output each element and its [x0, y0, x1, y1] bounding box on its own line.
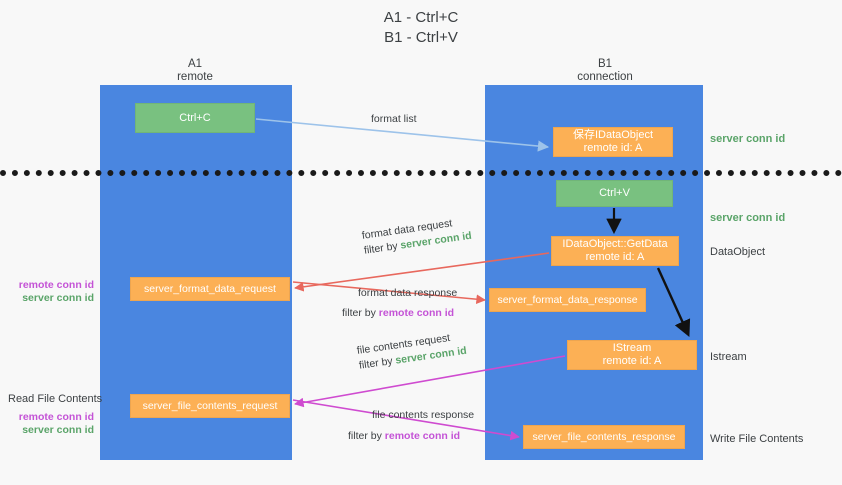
edge-label-file-contents-response: file contents response filter by remote … [342, 408, 474, 444]
box-ctrl-c[interactable]: Ctrl+C [135, 103, 255, 133]
box-server-format-data-response[interactable]: server_format_data_response [489, 288, 646, 312]
box-server-file-contents-request[interactable]: server_file_contents_request [130, 394, 290, 418]
edge-label-format-list-text: format list [371, 113, 417, 125]
box-ctrl-v[interactable]: Ctrl+V [556, 180, 673, 207]
edge-label-format-data-response-text: format data response [358, 287, 458, 299]
edge-label-file-contents-request: file contents request filter by server c… [356, 329, 468, 374]
page-title: A1 - Ctrl+C B1 - Ctrl+V [383, 9, 459, 46]
label-remote-conn-id: remote conn id [18, 411, 94, 423]
edge-label-format-data-response-filter: filter by remote conn id [336, 306, 457, 321]
filter-prefix: filter by [358, 354, 397, 372]
box-server-format-data-request[interactable]: server_format_data_request [130, 277, 290, 301]
box-idataobject[interactable]: 保存IDataObject remote id: A [553, 127, 673, 157]
label-conn-ids-lower: remote conn id server conn id [8, 411, 94, 437]
filter-prefix: filter by [348, 430, 385, 442]
label-conn-ids-upper: remote conn id server conn id [8, 279, 94, 305]
edge-label-format-data-request: format data request filter by server con… [361, 214, 473, 259]
filter-id-remote-conn: remote conn id [378, 307, 455, 319]
label-istream: Istream [710, 351, 747, 363]
label-read-file-contents: Read File Contents [8, 393, 103, 405]
label-write-file-contents: Write File Contents [710, 433, 804, 445]
column-header-b1: B1 connection [577, 58, 633, 83]
filter-id-remote-conn: remote conn id [384, 430, 461, 442]
label-server-conn-id: server conn id [22, 292, 94, 304]
phase-divider [0, 170, 842, 176]
filter-prefix: filter by [342, 307, 379, 319]
label-server-conn-id-mid: server conn id [710, 212, 786, 224]
label-remote-conn-id: remote conn id [18, 279, 94, 291]
filter-prefix: filter by [363, 239, 402, 257]
box-server-file-contents-response[interactable]: server_file_contents_response [523, 425, 685, 449]
edge-label-format-data-response: format data response filter by remote co… [336, 286, 457, 321]
label-dataobject: DataObject [710, 246, 766, 258]
edge-label-file-contents-response-text: file contents response [372, 409, 475, 421]
edge-label-file-contents-response-filter: filter by remote conn id [342, 429, 474, 444]
box-idataobject-getdata[interactable]: IDataObject::GetData remote id: A [551, 236, 679, 266]
box-istream[interactable]: IStream remote id: A [567, 340, 697, 370]
label-server-conn-id: server conn id [22, 424, 94, 436]
edge-label-format-list: format list [371, 112, 417, 127]
column-header-a1: A1 remote [177, 58, 213, 83]
label-server-conn-id-top: server conn id [710, 133, 786, 145]
